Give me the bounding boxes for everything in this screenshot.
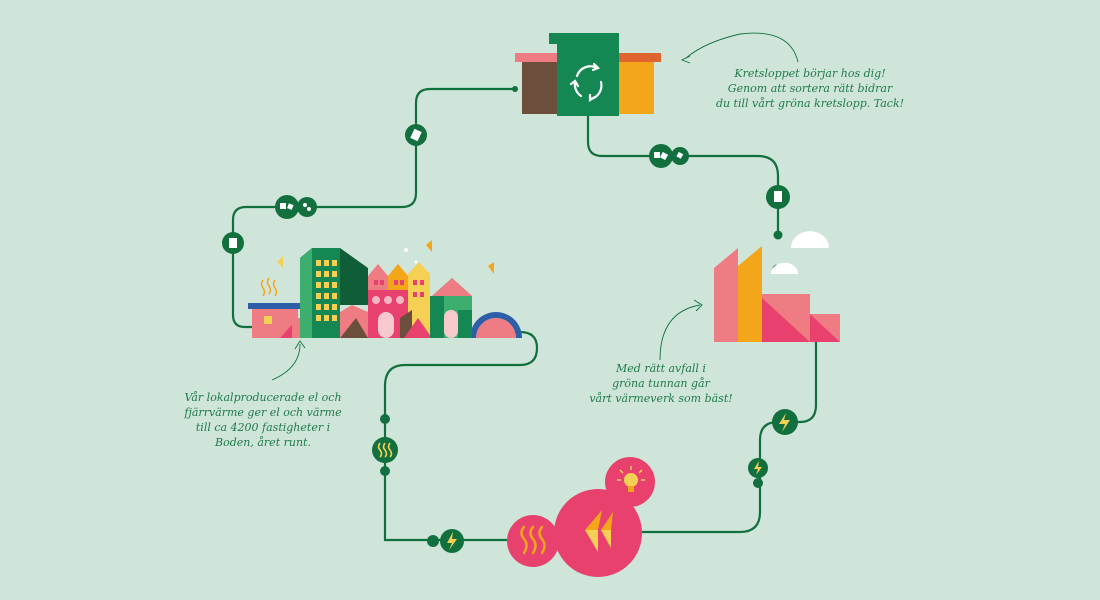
marker-heat-left	[372, 437, 398, 463]
town	[248, 240, 522, 338]
lightbulb-icon	[617, 466, 645, 492]
marker-paper-left	[222, 232, 244, 254]
energy-output	[507, 457, 655, 577]
marker-trash-right	[649, 144, 689, 168]
recycle-icon	[569, 62, 603, 102]
heat-waves-icon	[520, 525, 546, 555]
marker-lightning-right	[748, 409, 798, 478]
lightning-icon	[585, 510, 613, 552]
marker-trash-left	[275, 195, 317, 219]
marker-paper-right	[766, 185, 790, 209]
annotation-pointers	[271, 32, 799, 381]
annotation-bins: Kretsloppet börjar hos dig! Genom att so…	[715, 67, 905, 110]
annotation-town: Vår lokalproducerade el och fjärrvärme g…	[184, 391, 342, 449]
annotation-factory: Med rätt avfall i gröna tunnan går vårt …	[589, 362, 733, 405]
marker-paper-top-left	[405, 124, 427, 146]
heat-plant	[714, 231, 840, 342]
marker-lightning-bottom	[440, 529, 464, 553]
waste-bins	[515, 33, 661, 116]
